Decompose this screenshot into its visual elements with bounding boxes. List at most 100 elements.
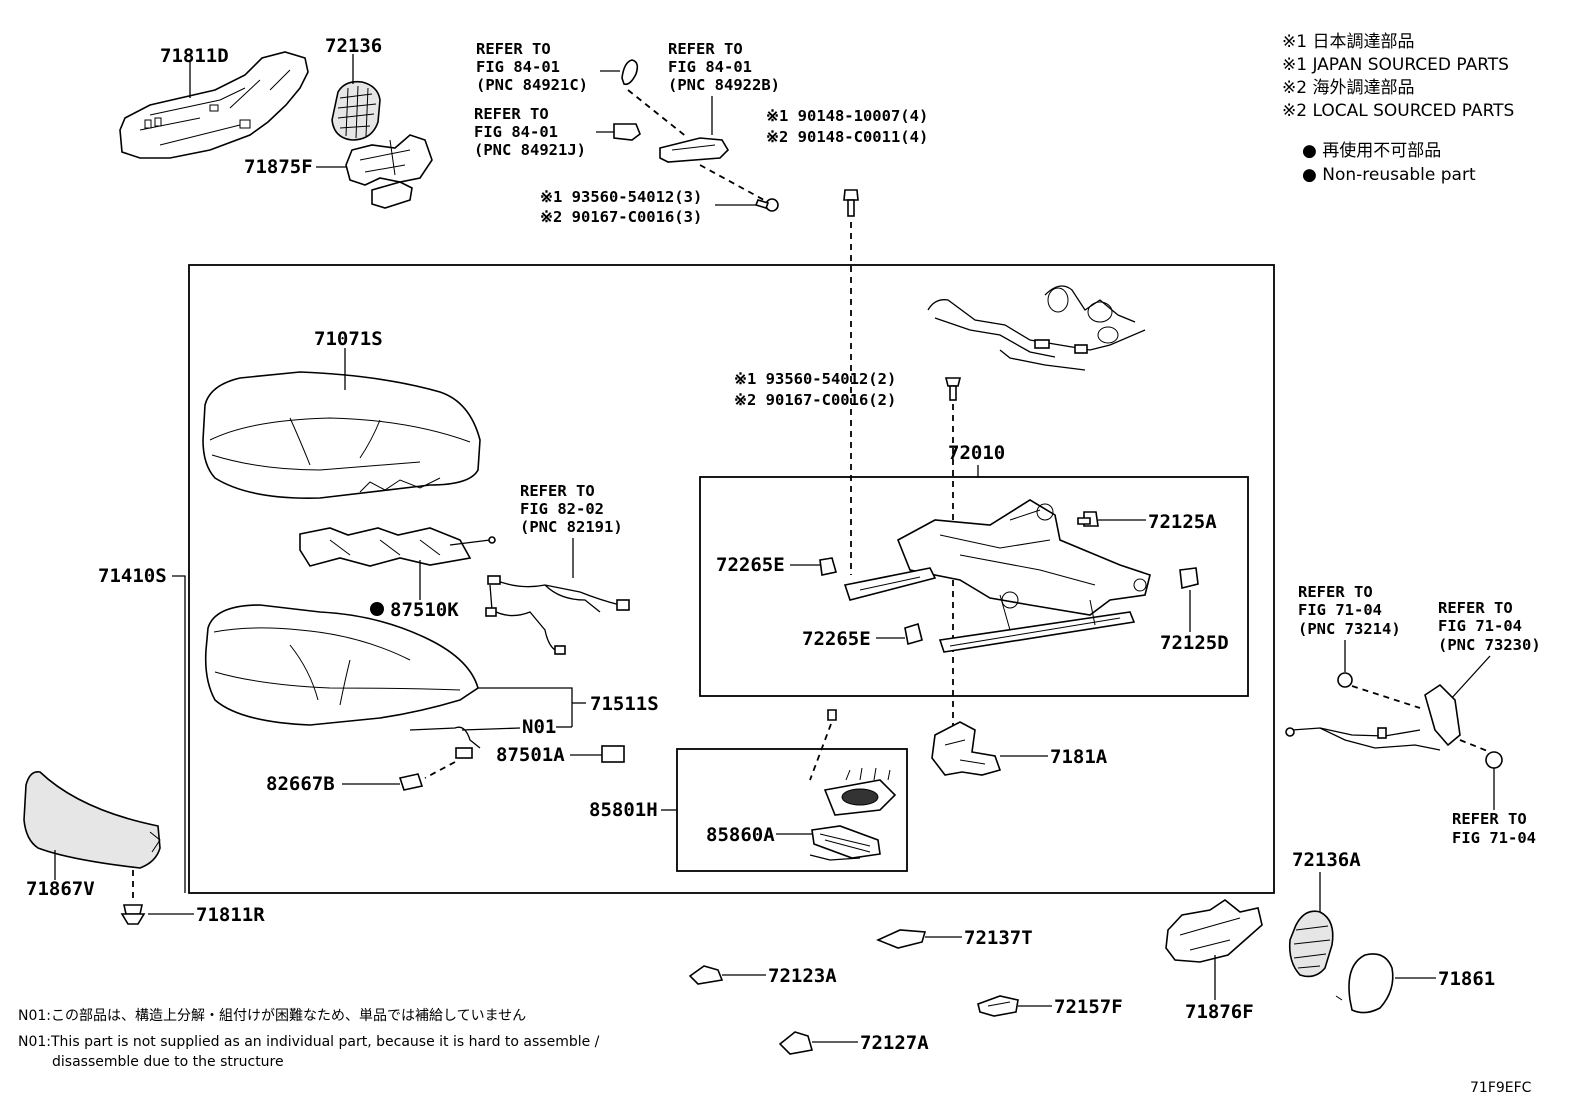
label-72137t: 72137T bbox=[964, 927, 1033, 949]
svg-text:※2 海外調達部品: ※2 海外調達部品 bbox=[1282, 78, 1414, 98]
part-71071s-cover bbox=[202, 371, 481, 499]
label-72136: 72136 bbox=[325, 35, 382, 57]
part-87510k-mat bbox=[299, 527, 496, 567]
svg-text:(PNC 73230): (PNC 73230) bbox=[1438, 636, 1541, 654]
part-lumbar-motor bbox=[823, 767, 897, 816]
part-72010-adjuster-frame bbox=[843, 499, 1151, 653]
ref-84922b: REFER TO FIG 84-01 (PNC 84922B) bbox=[668, 40, 780, 94]
svg-text:REFER TO: REFER TO bbox=[1452, 810, 1527, 828]
seat-adjuster-group-frame bbox=[699, 476, 1249, 697]
label-71876f: 71876F bbox=[1185, 1001, 1254, 1023]
part-71511s-pad bbox=[204, 604, 479, 726]
svg-text:(PNC 73214): (PNC 73214) bbox=[1298, 620, 1401, 638]
label-72125d: 72125D bbox=[1160, 632, 1229, 654]
label-fastener-90167-3: ※2 90167-C0016(3) bbox=[540, 208, 702, 226]
part-72136a-knob bbox=[1288, 910, 1334, 978]
label-fastener-90148-c0011: ※2 90148-C0011(4) bbox=[766, 128, 928, 146]
part-72125d bbox=[1179, 567, 1199, 589]
svg-text:※1 日本調達部品: ※1 日本調達部品 bbox=[1282, 32, 1414, 52]
label-fastener-93560-3: ※1 93560-54012(3) bbox=[540, 188, 702, 206]
part-72137t bbox=[875, 929, 927, 949]
label-72136a: 72136A bbox=[1292, 849, 1361, 871]
svg-text:(PNC 84921J): (PNC 84921J) bbox=[474, 141, 586, 159]
svg-text:※2 LOCAL SOURCED PARTS: ※2 LOCAL SOURCED PARTS bbox=[1282, 101, 1514, 121]
note-n01-english-1: N01:This part is not supplied as an indi… bbox=[18, 1034, 600, 1050]
clip-84921c bbox=[621, 59, 639, 86]
grommet-73214 bbox=[1337, 672, 1353, 688]
ref-84921c: REFER TO FIG 84-01 (PNC 84921C) bbox=[476, 40, 588, 94]
figure-code: 71F9EFC bbox=[1470, 1080, 1532, 1096]
label-82667b: 82667B bbox=[266, 773, 335, 795]
bolt-90148 bbox=[843, 189, 859, 217]
seat-cushion-group-frame bbox=[188, 264, 1275, 894]
ref-73230: REFER TO FIG 71-04 (PNC 73230) bbox=[1438, 599, 1541, 654]
label-85801h: 85801H bbox=[589, 799, 658, 821]
svg-text:(PNC 84921C): (PNC 84921C) bbox=[476, 76, 588, 94]
svg-text:REFER TO: REFER TO bbox=[474, 105, 549, 123]
svg-text:REFER TO: REFER TO bbox=[520, 482, 595, 500]
label-71811r: 71811R bbox=[196, 904, 265, 926]
label-72265e-1: 72265E bbox=[716, 554, 785, 576]
sensor-wire bbox=[409, 726, 481, 749]
part-71876f-shield bbox=[1165, 899, 1263, 963]
svg-text:FIG 84-01: FIG 84-01 bbox=[668, 58, 752, 76]
part-72265e-upper bbox=[819, 557, 838, 576]
label-n01: N01 bbox=[522, 716, 556, 738]
label-fastener-93560-2: ※1 93560-54012(2) bbox=[734, 370, 896, 388]
label-71875f: 71875F bbox=[244, 156, 313, 178]
label-72127a: 72127A bbox=[860, 1032, 929, 1054]
part-72265e-lower bbox=[904, 622, 923, 646]
part-wire-harness-82191 bbox=[485, 575, 630, 655]
svg-text:FIG 71-04: FIG 71-04 bbox=[1438, 617, 1522, 635]
svg-text:FIG 71-04: FIG 71-04 bbox=[1452, 829, 1536, 847]
part-adjuster-harness bbox=[927, 285, 1146, 371]
label-87501a: 87501A bbox=[496, 744, 565, 766]
label-72123a: 72123A bbox=[768, 965, 837, 987]
svg-text:FIG 71-04: FIG 71-04 bbox=[1298, 601, 1382, 619]
part-82667b-connector bbox=[398, 773, 424, 791]
part-71811r-clip bbox=[120, 904, 146, 925]
grommet-71-04 bbox=[1485, 751, 1503, 769]
switch-84922b bbox=[659, 137, 730, 163]
svg-text:FIG 82-02: FIG 82-02 bbox=[520, 500, 604, 518]
label-71861: 71861 bbox=[1438, 968, 1495, 990]
part-72125a bbox=[1077, 511, 1099, 527]
part-71811d-shield bbox=[119, 51, 309, 159]
label-71511s: 71511S bbox=[590, 693, 659, 715]
label-71410s: 71410S bbox=[98, 565, 167, 587]
note-n01-english-2: disassemble due to the structure bbox=[52, 1054, 284, 1070]
part-72136-knob bbox=[331, 80, 381, 141]
svg-text:(PNC 84922B): (PNC 84922B) bbox=[668, 76, 780, 94]
label-fastener-90148-10007: ※1 90148-10007(4) bbox=[766, 107, 928, 125]
part-85860a bbox=[809, 825, 881, 861]
label-71867v: 71867V bbox=[26, 878, 95, 900]
part-71867v-garnish bbox=[23, 770, 161, 869]
svg-text:(PNC 82191): (PNC 82191) bbox=[520, 518, 623, 536]
note-n01-japanese: N01:この部品は、構造上分解・組付けが困難なため、単品では補給していません bbox=[18, 1008, 526, 1024]
label-72157f: 72157F bbox=[1054, 996, 1123, 1018]
part-72157f bbox=[977, 995, 1019, 1017]
svg-text:● Non-reusable part: ● Non-reusable part bbox=[1302, 165, 1476, 185]
non-reusable-dot bbox=[370, 602, 384, 616]
label-71811d: 71811D bbox=[160, 45, 229, 67]
lumbar-screw bbox=[827, 709, 837, 721]
label-72010: 72010 bbox=[948, 442, 1005, 464]
ref-71-04: REFER TO FIG 71-04 bbox=[1452, 810, 1536, 847]
svg-text:REFER TO: REFER TO bbox=[1298, 583, 1373, 601]
label-fastener-90167-2: ※2 90167-C0016(2) bbox=[734, 391, 896, 409]
svg-text:REFER TO: REFER TO bbox=[668, 40, 743, 58]
part-seatbelt-harness-73230 bbox=[1285, 683, 1461, 751]
label-85860a: 85860A bbox=[706, 824, 775, 846]
legend: ※1 日本調達部品 ※1 JAPAN SOURCED PARTS ※2 海外調達… bbox=[1282, 32, 1514, 185]
svg-text:FIG 84-01: FIG 84-01 bbox=[474, 123, 558, 141]
svg-text:● 再使用不可部品: ● 再使用不可部品 bbox=[1302, 140, 1441, 161]
label-72265e-2: 72265E bbox=[802, 628, 871, 650]
part-72127a bbox=[778, 1031, 814, 1055]
svg-text:※1 JAPAN SOURCED PARTS: ※1 JAPAN SOURCED PARTS bbox=[1282, 55, 1509, 75]
part-71875f-bracket bbox=[345, 134, 433, 209]
svg-text:FIG 84-01: FIG 84-01 bbox=[476, 58, 560, 76]
svg-text:REFER TO: REFER TO bbox=[1438, 599, 1513, 617]
ref-73214: REFER TO FIG 71-04 (PNC 73214) bbox=[1298, 583, 1401, 638]
clip-84921j bbox=[613, 123, 641, 141]
part-87501a-block bbox=[601, 745, 625, 763]
